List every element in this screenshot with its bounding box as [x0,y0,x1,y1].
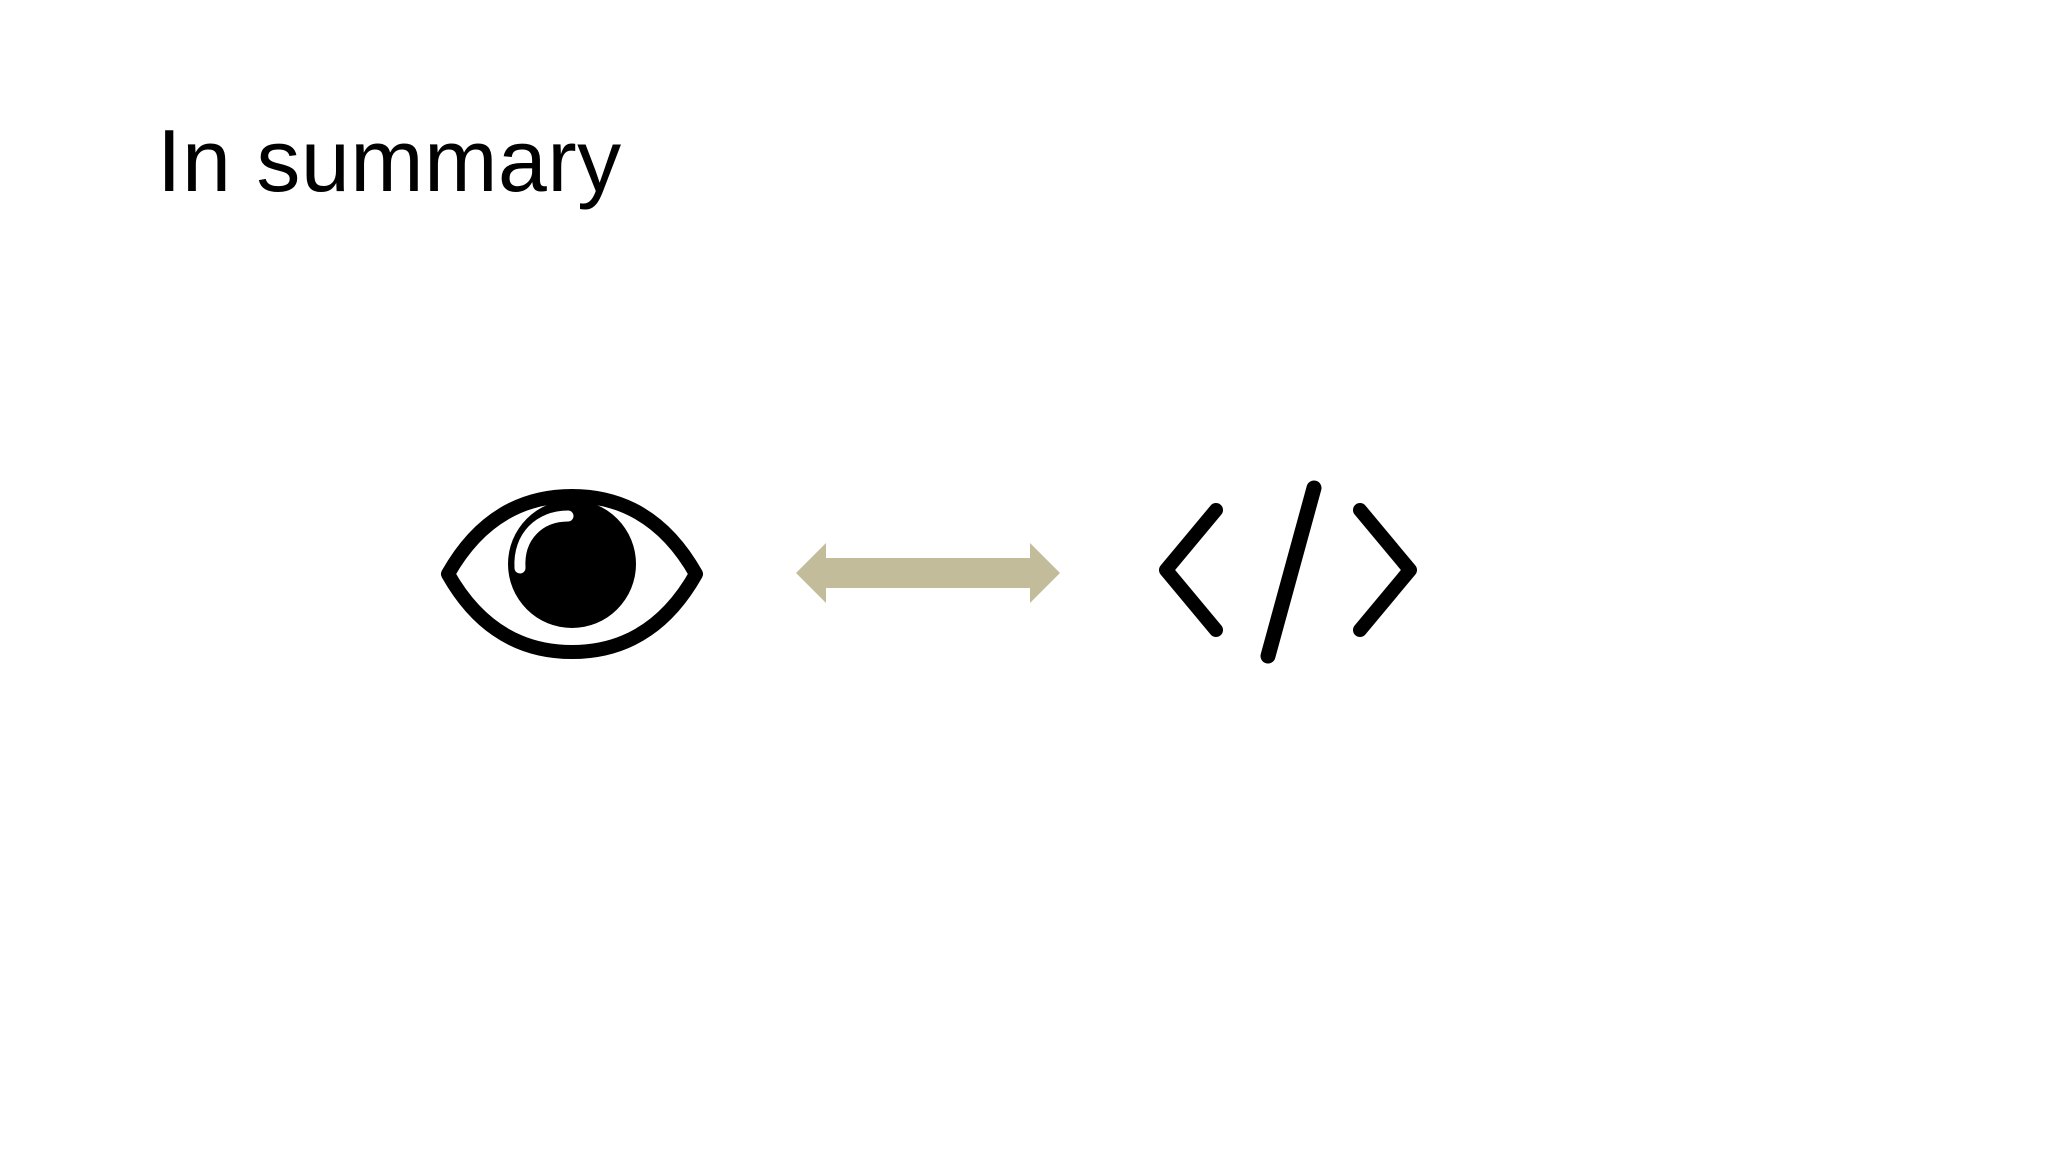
eye-icon [441,489,703,659]
code-icon [1159,480,1417,664]
slide-title: In summary [157,111,622,210]
double-arrow-icon [796,543,1060,603]
